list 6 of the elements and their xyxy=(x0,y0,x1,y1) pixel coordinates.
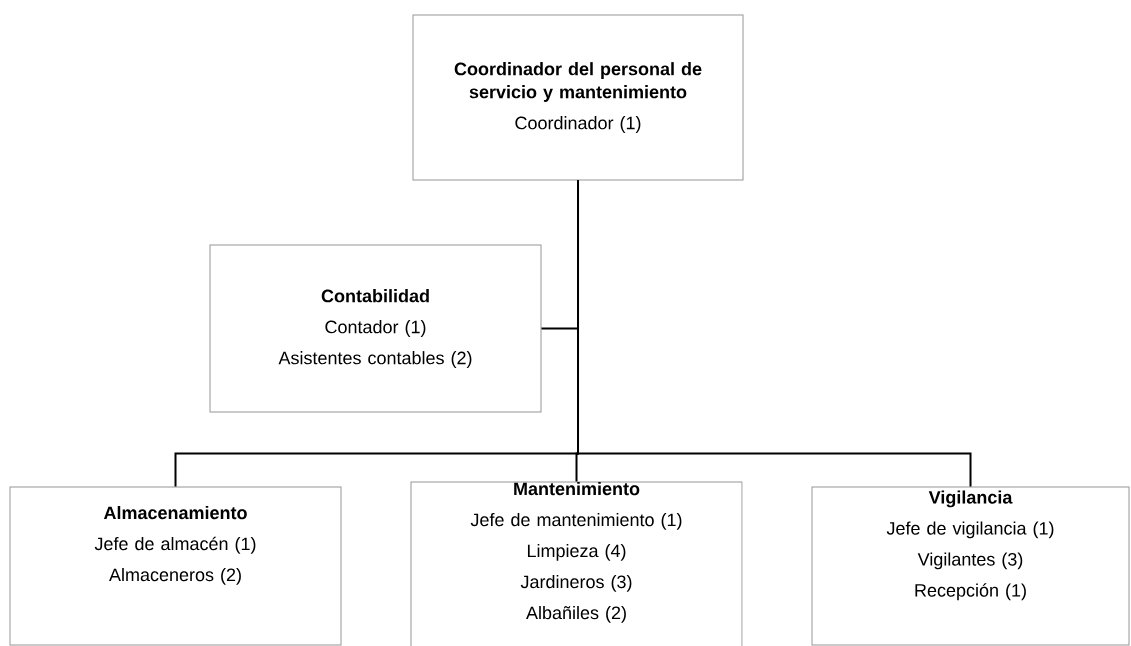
org-box: Almacenamiento Jefe de almacén (1) Almaceneros (2) xyxy=(9,486,342,646)
org-box: Mantenimiento Jefe de mantenimiento (1) Limpieza (4) Jardineros (3) Albañiles (2) xyxy=(410,481,743,646)
org-box: Coordinador del personal de servicio y mantenimiento Coordinador (1) xyxy=(412,14,744,181)
connector-line xyxy=(577,179,972,488)
org-box: Vigilancia Jefe de vigilancia (1) Vigilantes (3) Recepción (1) xyxy=(811,486,1130,646)
org-box: Contabilidad Contador (1) Asistentes contables (2) xyxy=(209,244,542,413)
